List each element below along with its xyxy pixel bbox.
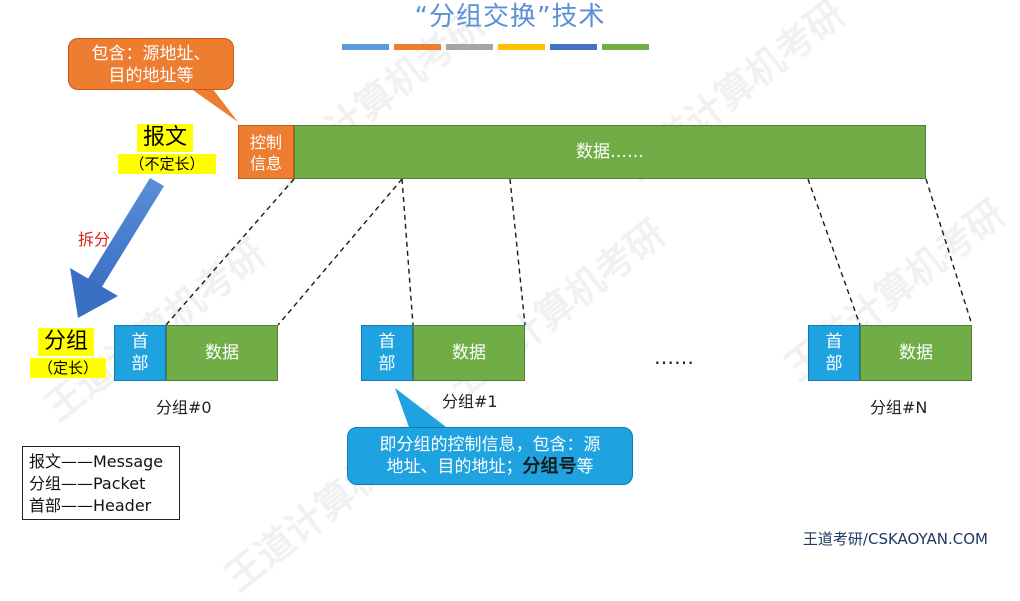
callout-bottom-line2: 地址、目的地址；分组号等 (348, 456, 632, 478)
legend-item-packet: 分组——Packet (29, 474, 146, 493)
split-label: 拆分 (78, 230, 111, 249)
packet-1-name: 分组#1 (442, 392, 498, 411)
callout-top-pointer (190, 88, 238, 122)
title-strip-3 (446, 44, 493, 50)
footer-brand: 王道考研/CSKAOYAN.COM (802, 530, 988, 548)
packet-1-header-line1: 首 (378, 332, 396, 352)
title-strip-6 (602, 44, 649, 50)
callout-top-line2: 目的地址等 (108, 66, 194, 86)
message-control-info: 控制 信息 (238, 125, 294, 179)
legend-box: 报文——Message 分组——Packet 首部——Header (22, 446, 180, 520)
legend-item-message: 报文——Message (29, 452, 164, 471)
callout-bottom-line2-c: 等 (576, 457, 594, 477)
title-strip-1 (342, 44, 389, 50)
packet-0-header-line2: 部 (131, 354, 149, 374)
title-strip-2 (394, 44, 441, 50)
page-title: “分组交换”技术 (414, 2, 606, 32)
packet-1-header: 首 部 (361, 325, 413, 381)
packet-n-name: 分组#N (870, 398, 928, 417)
callout-bottom-line2-a: 地址、目的地址； (386, 457, 523, 477)
packet-n-header-line1: 首 (825, 332, 843, 352)
packet-n-data-label: 数据 (899, 343, 933, 363)
packet-n-data: 数据 (860, 325, 972, 381)
message-data: 数据…… (294, 125, 926, 179)
packet-1-data: 数据 (413, 325, 525, 381)
callout-bottom-line1: 即分组的控制信息，包含：源 (379, 435, 601, 455)
packet-0-data-label: 数据 (205, 343, 239, 363)
title-strip-5 (550, 44, 597, 50)
message-data-label: 数据…… (576, 142, 644, 162)
legend-item-header: 首部——Header (29, 496, 152, 515)
packet-1-header-line2: 部 (378, 354, 396, 374)
control-info-line1: 控制 (249, 133, 282, 152)
packets-ellipsis: …… (654, 345, 694, 369)
packet-n-header-line2: 部 (825, 354, 843, 374)
packet-0-data: 数据 (166, 325, 278, 381)
packet-sub-label: （定长） (30, 358, 106, 378)
callout-bottom-pointer (395, 388, 450, 430)
control-info-line2: 信息 (249, 154, 282, 173)
packet-1-data-label: 数据 (452, 343, 486, 363)
packet-0-header-line1: 首 (131, 332, 149, 352)
packet-0-name: 分组#0 (156, 398, 212, 417)
title-strip-4 (498, 44, 545, 50)
packet-label: 分组 (38, 328, 94, 356)
callout-bottom-packet-number: 分组号 (522, 456, 577, 477)
callout-top-line1: 包含：源地址、 (91, 44, 211, 64)
message-label: 报文 (137, 124, 193, 152)
split-arrow (70, 178, 164, 318)
callout-top: 包含：源地址、 目的地址等 (68, 38, 234, 90)
packet-n-header: 首 部 (808, 325, 860, 381)
message-sub-label: （不定长） (118, 154, 216, 174)
packet-0-header: 首 部 (114, 325, 166, 381)
callout-bottom: 即分组的控制信息，包含：源 地址、目的地址；分组号等 (347, 427, 633, 485)
mapping-lines (165, 178, 973, 326)
